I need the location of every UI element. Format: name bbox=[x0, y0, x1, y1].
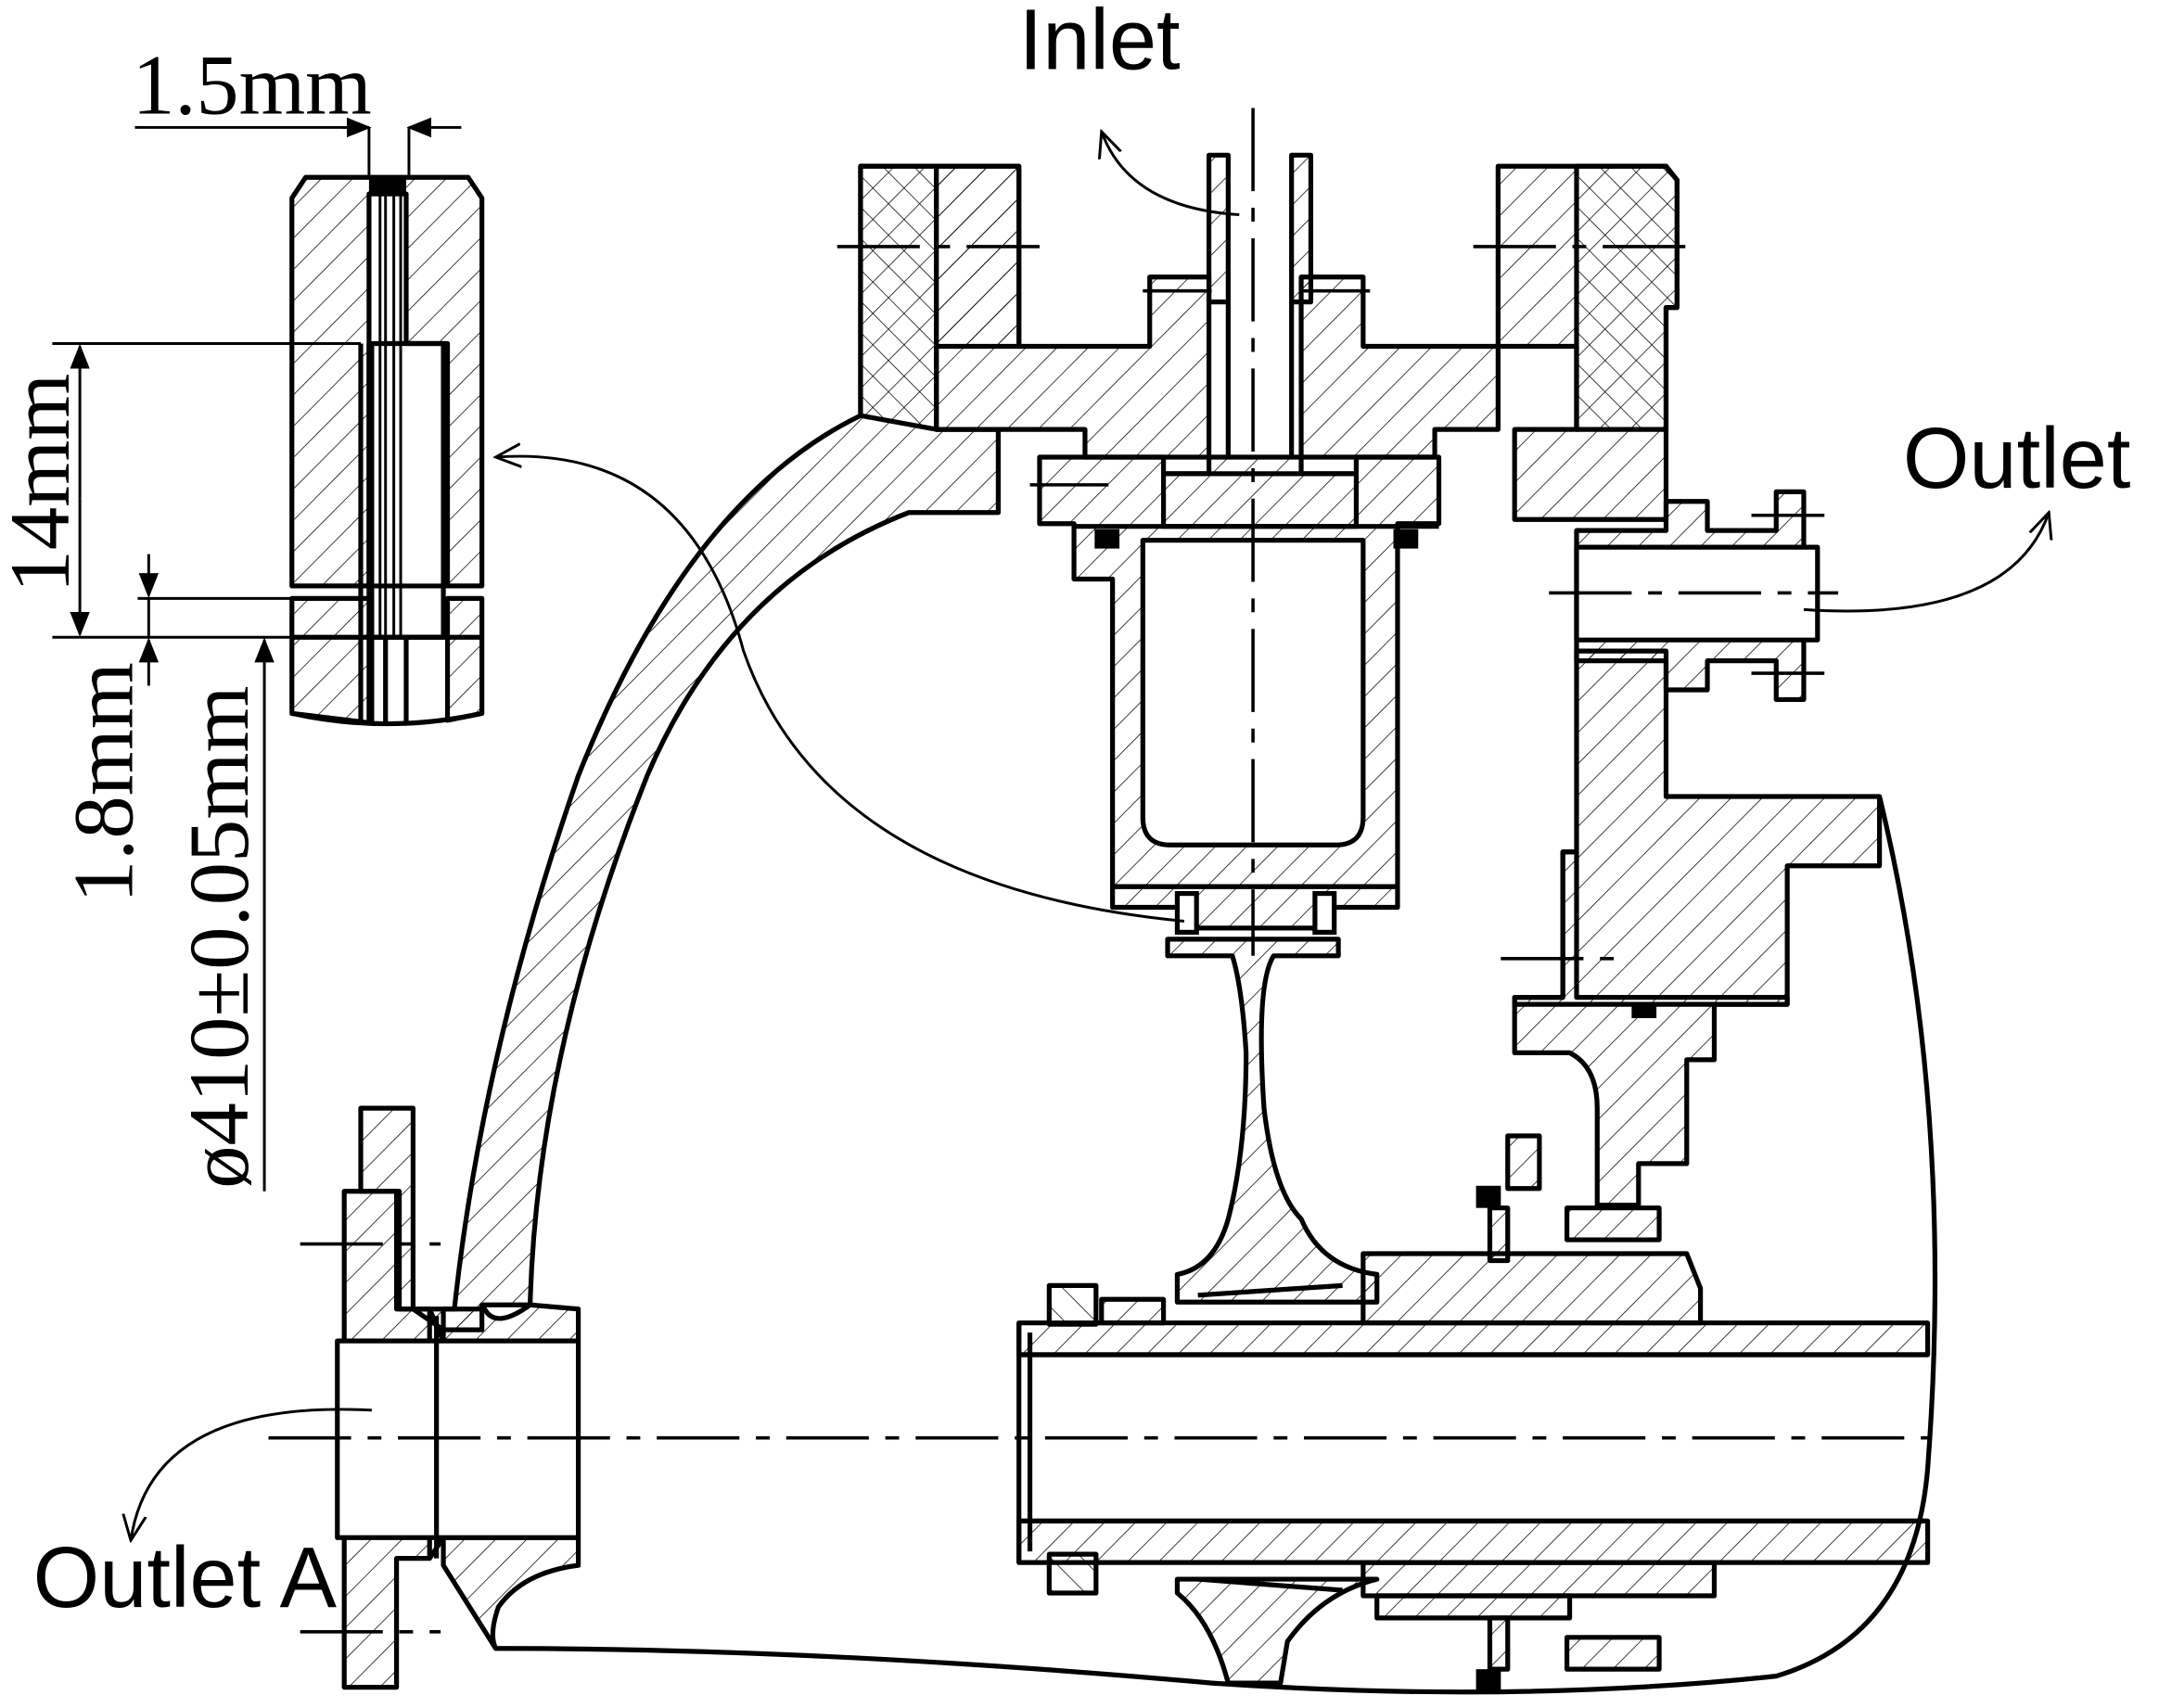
gap-width-dimension: 1.5mm bbox=[133, 37, 372, 132]
turbine-housing bbox=[358, 152, 1938, 1695]
diameter-dimension: ø410±0.05mm bbox=[172, 686, 266, 1189]
turbine-rotor bbox=[1016, 937, 1931, 1692]
outlet-b-label: Outlet B bbox=[1903, 410, 2159, 506]
seal-length-dimension: 14mm bbox=[0, 374, 87, 593]
o-ring-left bbox=[1094, 529, 1120, 549]
o-ring-right bbox=[1393, 529, 1419, 549]
weld-bead bbox=[368, 177, 406, 195]
dimension-lines bbox=[52, 117, 462, 1192]
inlet-label: Inlet bbox=[1019, 0, 1181, 88]
clearance-dimension: 1.8mm bbox=[57, 662, 151, 903]
seal-detail-view bbox=[289, 174, 485, 727]
center-lines bbox=[268, 108, 1928, 1634]
outlet-a-label: Outlet A bbox=[33, 1529, 338, 1625]
leader-lines bbox=[131, 132, 2049, 1540]
